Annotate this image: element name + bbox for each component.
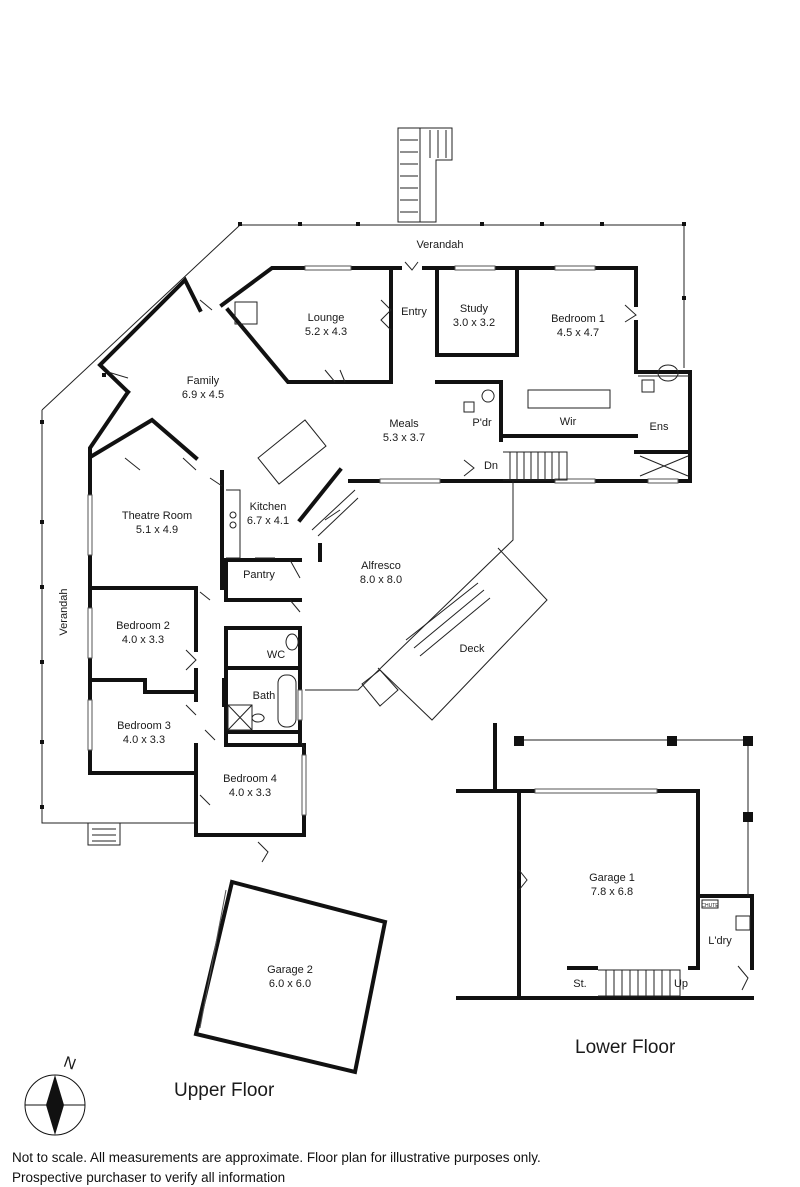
label-pantry: Pantry (243, 569, 275, 581)
label-family: Family (187, 375, 220, 387)
lower-floor-title: Lower Floor (575, 1037, 676, 1058)
fixtures (226, 301, 690, 731)
label-garage-2: Garage 2 (267, 964, 313, 976)
size-theatre-room: 5.1 x 4.9 (136, 524, 178, 536)
size-garage-1: 7.8 x 6.8 (591, 886, 633, 898)
label-verandah-left: Verandah (58, 588, 70, 635)
front-stairs (397, 127, 453, 223)
label-entry: Entry (401, 306, 427, 318)
size-meals: 5.3 x 3.7 (383, 432, 425, 444)
size-lounge: 5.2 x 4.3 (305, 326, 347, 338)
label-store: St. (573, 978, 586, 990)
label-laundry: L'dry (708, 935, 732, 947)
label-kitchen: Kitchen (250, 501, 287, 513)
upper-windows (87, 265, 679, 816)
verandah-outline (40, 222, 686, 846)
label-garage-1: Garage 1 (589, 872, 635, 884)
label-theatre-room: Theatre Room (122, 510, 192, 522)
garage-2-outline (193, 879, 388, 1075)
size-bedroom-4: 4.0 x 3.3 (229, 787, 271, 799)
label-verandah-top: Verandah (416, 239, 463, 251)
label-chute: CHUTE (701, 903, 719, 909)
label-up: Up (674, 978, 688, 990)
label-bedroom-4: Bedroom 4 (223, 773, 277, 785)
label-deck: Deck (459, 643, 485, 655)
label-wir: Wir (560, 416, 577, 428)
size-alfresco: 8.0 x 8.0 (360, 574, 402, 586)
label-bedroom-2: Bedroom 2 (116, 620, 170, 632)
alfresco-deck (305, 481, 548, 721)
size-bedroom-3: 4.0 x 3.3 (123, 734, 165, 746)
label-ensuite: Ens (650, 421, 669, 433)
size-garage-2: 6.0 x 6.0 (269, 978, 311, 990)
size-study: 3.0 x 3.2 (453, 317, 495, 329)
label-study: Study (460, 303, 489, 315)
door-swings (107, 261, 637, 863)
label-bedroom-3: Bedroom 3 (117, 720, 171, 732)
compass-north-label: N (61, 1054, 78, 1074)
size-kitchen: 6.7 x 4.1 (247, 515, 289, 527)
size-bedroom-1: 4.5 x 4.7 (557, 327, 599, 339)
label-powder: P'dr (472, 417, 492, 429)
disclaimer-line-1: Not to scale. All measurements are appro… (12, 1150, 541, 1165)
label-down: Dn (484, 460, 498, 472)
size-bedroom-2: 4.0 x 3.3 (122, 634, 164, 646)
disclaimer-line-2: Prospective purchaser to verify all info… (12, 1170, 286, 1185)
lower-floor-walls (456, 723, 754, 1000)
upper-floor-title: Upper Floor (174, 1080, 275, 1101)
label-wc: WC (267, 649, 285, 661)
label-bath: Bath (253, 690, 276, 702)
size-family: 6.9 x 4.5 (182, 389, 224, 401)
upper-floor-walls (88, 266, 692, 837)
label-lounge: Lounge (308, 312, 345, 324)
compass-icon (24, 1074, 86, 1136)
label-bedroom-1: Bedroom 1 (551, 313, 605, 325)
label-meals: Meals (389, 418, 419, 430)
label-alfresco: Alfresco (361, 560, 401, 572)
